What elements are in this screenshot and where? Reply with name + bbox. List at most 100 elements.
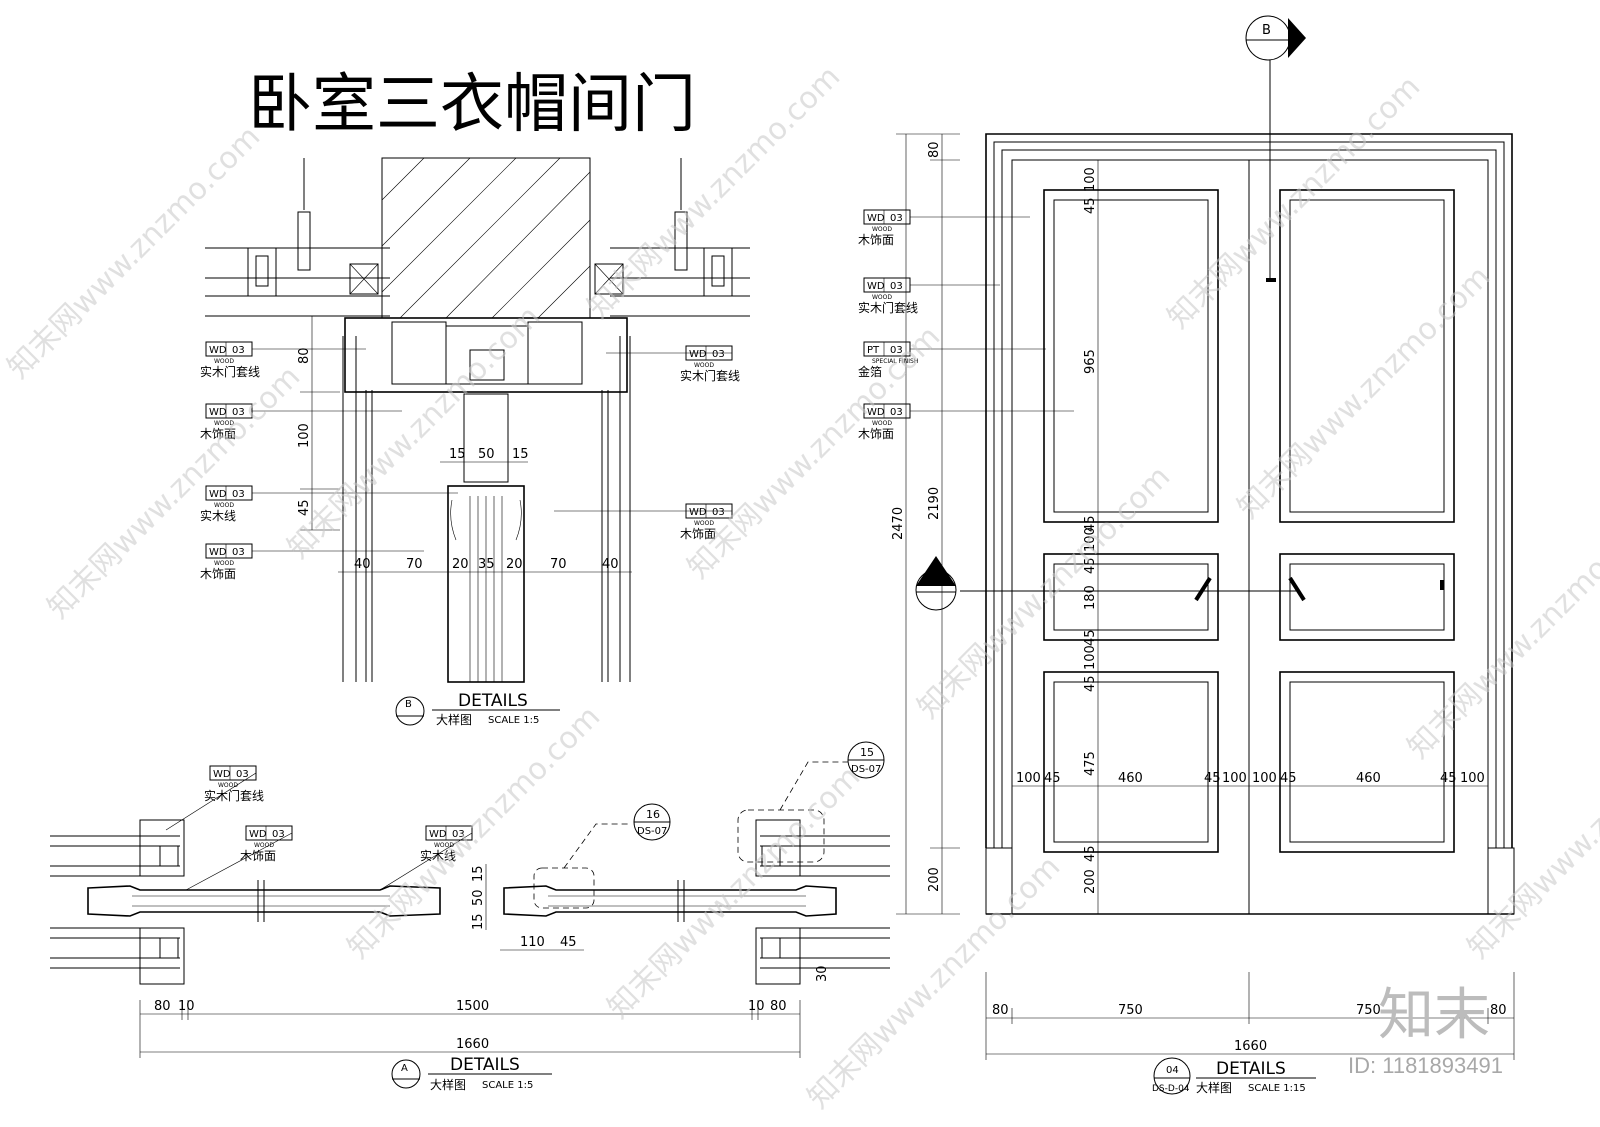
elevation-dimensions: 80 2470 2190 200 — [891, 133, 1099, 915]
tag-b-left-0-num: 03 — [232, 345, 245, 356]
drawing-title: 卧室三衣帽间门 — [248, 68, 696, 142]
detail-b-marker: B — [405, 699, 412, 710]
tag-b-left-2-label: 实木线 — [200, 508, 236, 523]
detail-b-scale: SCALE 1:5 — [488, 715, 539, 726]
tag-e-2-code: PT — [867, 345, 880, 356]
dim-b-35: 35 — [478, 557, 495, 572]
detail-04-scale: SCALE 1:15 — [1248, 1083, 1306, 1094]
tag-e-3-label: 木饰面 — [858, 427, 894, 441]
dim-e-inner-1: 45 — [1083, 197, 1098, 214]
dim-b-80: 80 — [297, 347, 312, 364]
tag-a-2-code: WD — [429, 829, 447, 840]
dim-e-2470: 2470 — [891, 507, 906, 540]
detail-a-title-block: A DETAILS 大样图 SCALE 1:5 — [391, 1055, 552, 1092]
detail-b-subtitle: 大样图 — [436, 712, 472, 727]
dim-e-panel-2: 460 — [1118, 771, 1143, 786]
dim-e-inner-10: 475 — [1083, 751, 1098, 776]
dim-a-1660: 1660 — [456, 1037, 489, 1052]
dim-a-30: 30 — [815, 965, 830, 982]
detail-b-marker-circle — [395, 696, 425, 726]
dim-a-v50: 50 — [471, 889, 486, 906]
watermark-text-12: 知末网www.znzmo.com — [1461, 699, 1600, 965]
dim-b-15a: 15 — [449, 447, 466, 462]
dim-a-v15b: 15 — [471, 913, 486, 930]
tag-e-2-num: 03 — [890, 345, 903, 356]
watermark-id: ID: 1181893491 — [1348, 1053, 1503, 1078]
dim-e-b80a: 80 — [992, 1003, 1009, 1018]
tag-b-right-0-code: WD — [689, 349, 707, 360]
tag-b-right-0-label: 实木门套线 — [680, 368, 740, 383]
dim-a-110: 110 — [520, 935, 545, 950]
section-a-label: A — [931, 574, 940, 589]
dim-e-panel-3: 45 — [1204, 771, 1221, 786]
detail-a-subtitle: 大样图 — [430, 1077, 466, 1092]
tag-b-left-2-sub: WOOD — [214, 502, 234, 509]
tag-b-right-1-sub: WOOD — [694, 520, 714, 527]
tag-b-left-0-code: WD — [209, 345, 227, 356]
watermark-brand: 知末 — [1378, 983, 1490, 1048]
tag-b-left-1-sub: WOOD — [214, 420, 234, 427]
dim-e-inner-6: 180 — [1083, 585, 1098, 610]
tag-b-right-0-sub: WOOD — [694, 362, 714, 369]
dim-b-20b: 20 — [506, 557, 523, 572]
tag-e-3-num: 03 — [890, 407, 903, 418]
dim-e-inner-0: 100 — [1083, 167, 1098, 192]
dim-b-70a: 70 — [406, 557, 423, 572]
dim-e-inner-9: 45 — [1083, 675, 1098, 692]
tag-e-1-code: WD — [867, 281, 885, 292]
dim-a-10-right: 10 — [748, 999, 765, 1014]
tag-a-0-code: WD — [213, 769, 231, 780]
detail-04-subtitle: 大样图 — [1196, 1080, 1232, 1095]
dim-a-10-left: 10 — [178, 999, 195, 1014]
tag-a-1-num: 03 — [272, 829, 285, 840]
dim-e-panel-8: 45 — [1440, 771, 1457, 786]
dim-e-2190: 2190 — [927, 487, 942, 520]
dim-e-inner-2: 965 — [1083, 349, 1098, 374]
door-elevation — [960, 60, 1515, 915]
watermark-text-6: 知末网www.znzmo.com — [1161, 69, 1427, 335]
tag-a-2-num: 03 — [452, 829, 465, 840]
dim-e-b750b: 750 — [1356, 1003, 1381, 1018]
tag-a-2-label: 实木线 — [420, 848, 456, 863]
tag-e-1-label: 实木门套线 — [858, 300, 918, 315]
watermark-text-1: 知末网www.znzmo.com — [281, 299, 547, 565]
dim-e-panel-1: 45 — [1044, 771, 1061, 786]
tag-e-0-num: 03 — [890, 213, 903, 224]
watermark-text-2: 知末网www.znzmo.com — [41, 359, 307, 625]
dim-e-panel-0: 100 — [1016, 771, 1041, 786]
dim-e-inner-7: 45 — [1083, 629, 1098, 646]
tag-b-left-3-label: 木饰面 — [200, 567, 236, 581]
dim-e-panel-5: 100 — [1252, 771, 1277, 786]
tag-a-2-sub: WOOD — [434, 842, 454, 849]
dim-e-inner-12: 200 — [1083, 869, 1098, 894]
dim-e-1660: 1660 — [1234, 1039, 1267, 1054]
tag-e-3-sub: WOOD — [872, 420, 892, 427]
detail-a-scale: SCALE 1:5 — [482, 1080, 533, 1091]
dim-b-70b: 70 — [550, 557, 567, 572]
section-marker-a: A — [915, 556, 957, 611]
dim-a-45: 45 — [560, 935, 577, 950]
tag-a-0-num: 03 — [236, 769, 249, 780]
detail-b-dimensions: 80 100 45 15 50 15 40 70 20 35 20 70 40 — [297, 315, 632, 573]
tag-e-2-label: 金箔 — [858, 364, 882, 379]
dim-e-inner-3: 45 — [1083, 515, 1098, 532]
dim-b-20a: 20 — [452, 557, 469, 572]
tag-b-left-2-code: WD — [209, 489, 227, 500]
tag-b-left-3-num: 03 — [232, 547, 245, 558]
tag-a-0-label: 实木门套线 — [204, 788, 264, 803]
tag-b-left-1-code: WD — [209, 407, 227, 418]
dim-b-100: 100 — [297, 423, 312, 448]
tag-a-1-sub: WOOD — [254, 842, 274, 849]
tag-e-2-sub: SPECIAL FINISH — [872, 358, 918, 365]
detail-a-dimensions: 80 10 1500 10 80 1660 110 45 15 50 15 30 — [139, 864, 830, 1058]
dim-b-15b: 15 — [512, 447, 529, 462]
callout-15-ref: DS-07 — [851, 764, 881, 775]
tag-b-right-1-num: 03 — [712, 507, 725, 518]
detail-04-title: DETAILS — [1216, 1059, 1286, 1079]
